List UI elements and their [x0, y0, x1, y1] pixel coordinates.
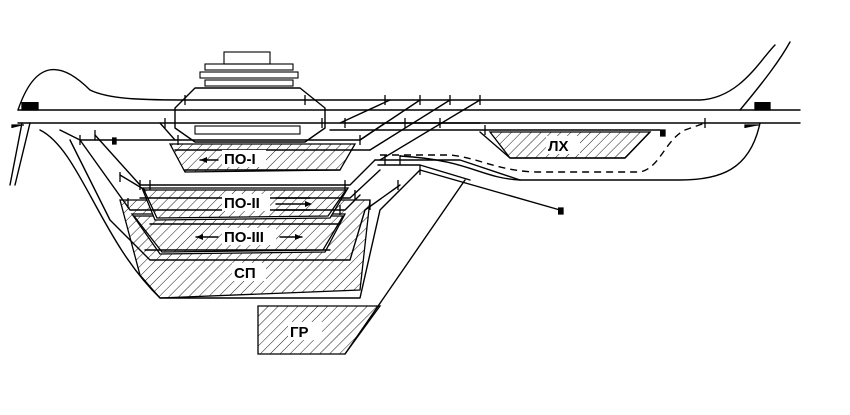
label-po2: ПО-II — [224, 195, 260, 212]
yard-tracks — [39, 99, 706, 355]
label-po3: ПО-III — [224, 229, 264, 246]
zone-labels: ПО-I ПО-II ПО-III СП ГР ЛХ — [195, 136, 580, 341]
label-gr: ГР — [290, 324, 309, 341]
main-tracks — [9, 41, 801, 186]
end-markers — [11, 102, 771, 215]
station-building — [174, 51, 326, 143]
label-sp: СП — [234, 265, 256, 282]
label-po1: ПО-I — [224, 151, 256, 168]
label-lh: ЛХ — [548, 138, 569, 155]
switch-ticks — [79, 95, 706, 215]
